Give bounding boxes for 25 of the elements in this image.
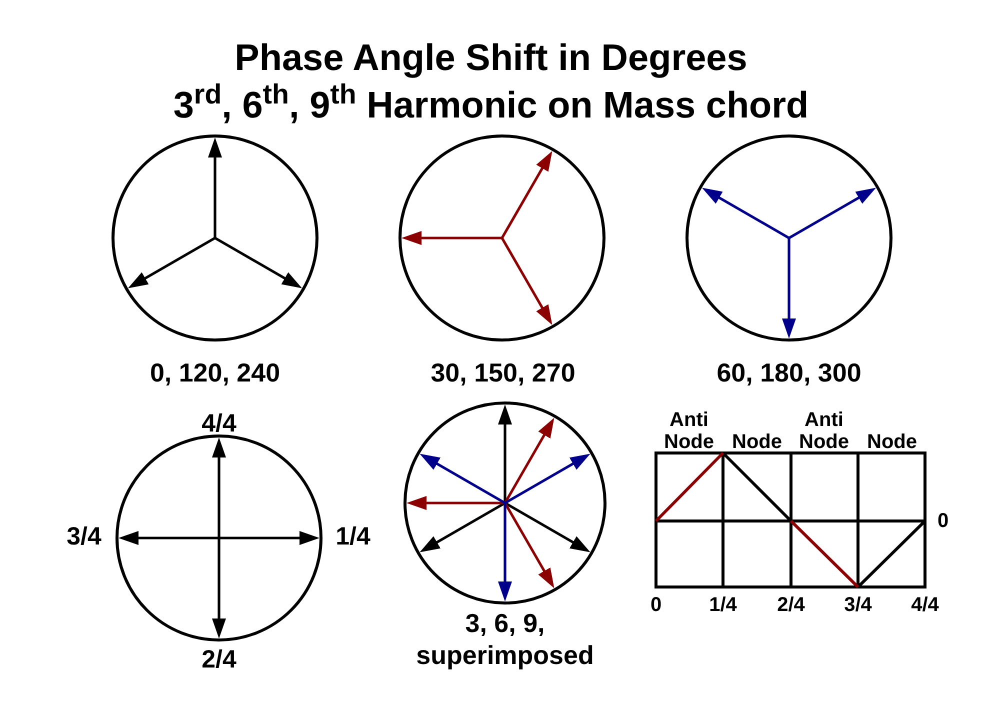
tick-label: 0 [650, 593, 662, 618]
column-header: Anti Node [663, 409, 715, 453]
position-label: 4/4 [202, 408, 236, 440]
tick-label: 4/4 [911, 593, 939, 618]
angle-label: 0, 120, 240 [150, 356, 280, 390]
phasor-circle [115, 434, 323, 642]
position-label: 3/4 [66, 521, 102, 552]
column-header: Node [732, 431, 782, 453]
tick-label: 3/4 [844, 593, 872, 618]
phasor-circle [398, 134, 606, 342]
phasor-circle [403, 401, 607, 605]
tick-label: 2/4 [777, 593, 805, 618]
angle-label: 60, 180, 300 [716, 356, 862, 390]
title: Phase Angle Shift in Degrees [234, 36, 748, 80]
phasor-circle [685, 134, 893, 342]
column-header: Anti Node [798, 409, 850, 453]
angle-label: 30, 150, 270 [430, 356, 576, 390]
position-label: 2/4 [202, 644, 236, 676]
position-label: 1/4 [336, 521, 370, 552]
axis-label: 0 [937, 509, 949, 534]
harmonic-label: 3, 6, 9, superimposed [415, 607, 595, 671]
phasor-circle [111, 134, 319, 342]
subtitle: 3$^{rd}$, 6$^{th}$, 9$^{th}$ Harmonic on Mass chord [173, 78, 809, 128]
column-header: Node [867, 431, 917, 453]
tick-label: 1/4 [709, 593, 737, 618]
